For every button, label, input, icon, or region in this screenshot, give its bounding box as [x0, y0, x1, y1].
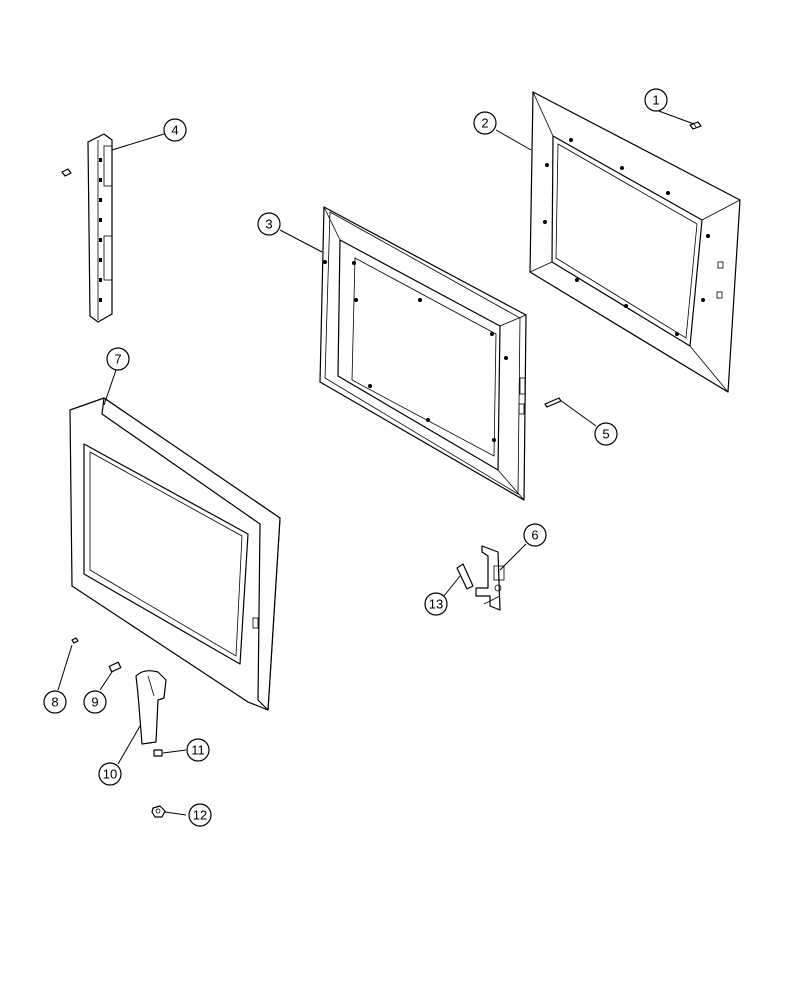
callout-label-5: 5 — [602, 427, 609, 442]
callout-3: 3 — [257, 212, 281, 236]
callout-label-11: 11 — [191, 743, 205, 758]
part-outer-door — [69, 397, 281, 711]
callout-1: 1 — [644, 88, 668, 112]
callout-label-4: 4 — [171, 123, 178, 138]
callout-label-7: 7 — [114, 352, 121, 367]
callout-9: 9 — [83, 690, 107, 714]
callout-label-1: 1 — [652, 93, 659, 108]
callout-10: 10 — [98, 762, 122, 786]
callout-13: 13 — [424, 592, 448, 616]
callout-7: 7 — [106, 347, 130, 371]
part-outer-frame — [529, 91, 741, 393]
callout-label-10: 10 — [103, 767, 117, 782]
part-screw-11 — [153, 749, 163, 757]
callout-11: 11 — [186, 738, 210, 762]
callout-label-9: 9 — [91, 695, 98, 710]
part-small-screw-8 — [71, 637, 79, 644]
callout-label-13: 13 — [429, 597, 443, 612]
part-clip-9 — [108, 661, 122, 673]
callout-label-3: 3 — [265, 217, 272, 232]
callout-label-8: 8 — [51, 695, 58, 710]
part-nut-12 — [151, 805, 166, 818]
part-screw-1 — [689, 121, 702, 130]
leader-lines — [57, 109, 695, 816]
callout-4: 4 — [163, 118, 187, 142]
callout-2: 2 — [473, 111, 497, 135]
callout-label-2: 2 — [481, 116, 488, 131]
callout-label-12: 12 — [193, 808, 207, 823]
part-hinge-rail — [61, 133, 113, 323]
callout-8: 8 — [43, 690, 67, 714]
part-pin — [544, 397, 562, 408]
callout-6: 6 — [523, 523, 547, 547]
part-door-handle — [135, 670, 167, 745]
callout-label-6: 6 — [531, 528, 538, 543]
part-latch-assembly — [456, 545, 505, 611]
callout-12: 12 — [188, 803, 212, 827]
part-inner-panel — [319, 206, 527, 501]
callout-5: 5 — [594, 422, 618, 446]
